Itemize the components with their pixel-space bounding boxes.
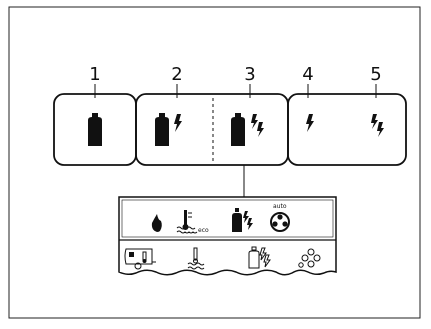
- fan-auto-icon: auto: [270, 203, 290, 232]
- leader-lines: [94, 84, 377, 98]
- panel-top-frame: [121, 199, 334, 238]
- eco-label: eco: [198, 227, 209, 234]
- control-panel: eco auto: [118, 196, 337, 276]
- gas-electric-icon: [232, 208, 253, 232]
- mode-number-labels: 1 2 3 4 5: [89, 64, 381, 85]
- electric-bolt-icon: [306, 114, 314, 132]
- mode-number-1: 1: [89, 64, 100, 85]
- fan-outline-icon: [298, 248, 321, 268]
- mode-number-4: 4: [302, 64, 313, 85]
- mode-box-electric: [287, 93, 407, 166]
- gas-bottle-icon: [88, 113, 102, 146]
- auto-label: auto: [273, 203, 287, 210]
- mode-number-5: 5: [370, 64, 381, 85]
- water-heater-icon: [187, 247, 205, 270]
- gas-electric-outline-icon: [248, 246, 271, 269]
- flame-icon: [151, 214, 162, 232]
- gas-bottle-icon: [231, 113, 245, 146]
- water-heater-eco-icon: eco: [176, 210, 209, 234]
- double-bolt-icon: [251, 114, 264, 137]
- electric-bolt-icon: [174, 114, 182, 132]
- mode-number-2: 2: [171, 64, 182, 85]
- outer-frame: [8, 6, 421, 319]
- gas-bottle-icon: [155, 113, 169, 146]
- double-bolt-icon: [371, 114, 384, 137]
- caravan-heating-icon: [124, 248, 156, 270]
- mode-number-3: 3: [244, 64, 255, 85]
